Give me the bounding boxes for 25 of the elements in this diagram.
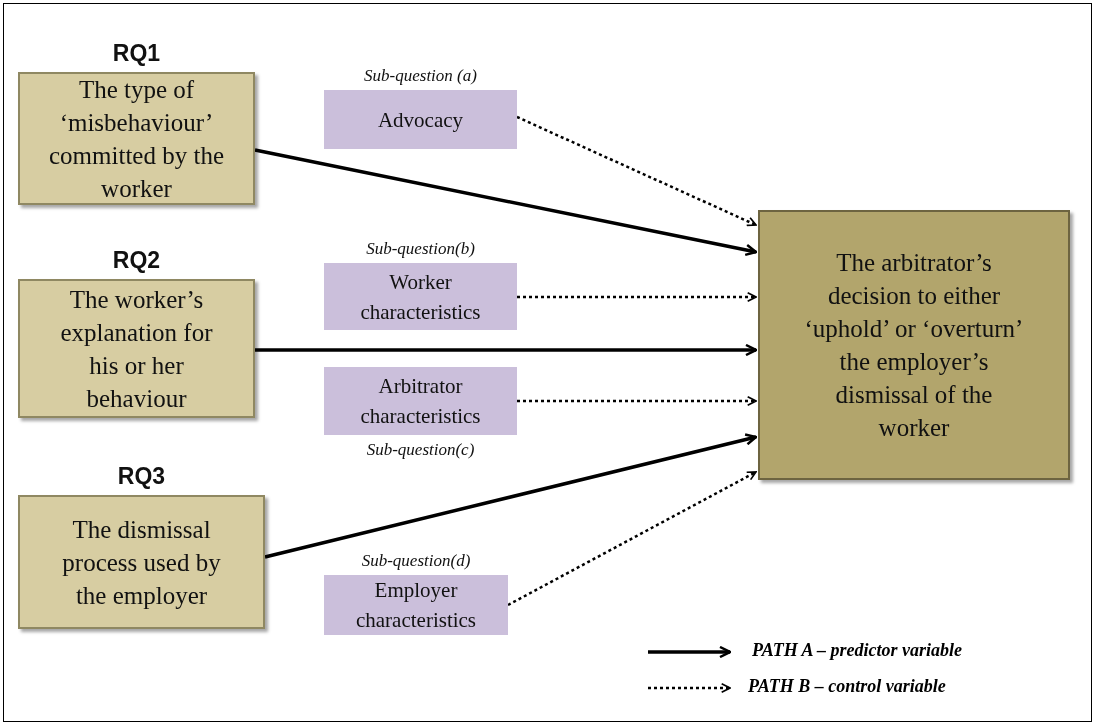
- question-heading: RQ1: [111, 39, 162, 68]
- box-text: Worker characteristics: [359, 268, 482, 326]
- arrow: [255, 343, 758, 357]
- box-text: The worker’s explanation for his or her behaviour: [59, 284, 214, 414]
- box-text: The dismissal process used by the employer: [61, 514, 222, 611]
- box-text: Arbitrator characteristics: [359, 373, 482, 430]
- outcome-box: [758, 210, 1070, 480]
- sub-question-heading: Sub-question (a): [363, 65, 478, 87]
- question-heading: RQ3: [116, 462, 167, 491]
- legend-text: PATH B – control variable: [748, 676, 946, 697]
- box-text: The arbitrator’s decision to either ‘uphold’ or ‘overturn’ the employer’s dismissal of the worker: [803, 248, 1025, 443]
- arrow: [264, 433, 758, 559]
- sub-question-heading: Sub-question(d): [360, 550, 472, 572]
- sub-question-heading: Sub-question(c): [365, 439, 476, 461]
- box-text: Advocacy: [376, 106, 465, 134]
- arrow: [254, 148, 758, 257]
- arrow: [516, 115, 757, 227]
- sub-question-heading: Sub-question(b): [365, 238, 476, 260]
- arrow: [507, 470, 757, 607]
- legend-text: PATH A – predictor variable: [752, 640, 962, 661]
- question-heading: RQ2: [111, 246, 162, 275]
- arrow: [517, 292, 757, 302]
- box-text: Employer characteristics: [354, 577, 478, 634]
- arrow: [517, 396, 757, 406]
- box-text: The type of ‘misbehaviour’ committed by the worker: [48, 74, 225, 204]
